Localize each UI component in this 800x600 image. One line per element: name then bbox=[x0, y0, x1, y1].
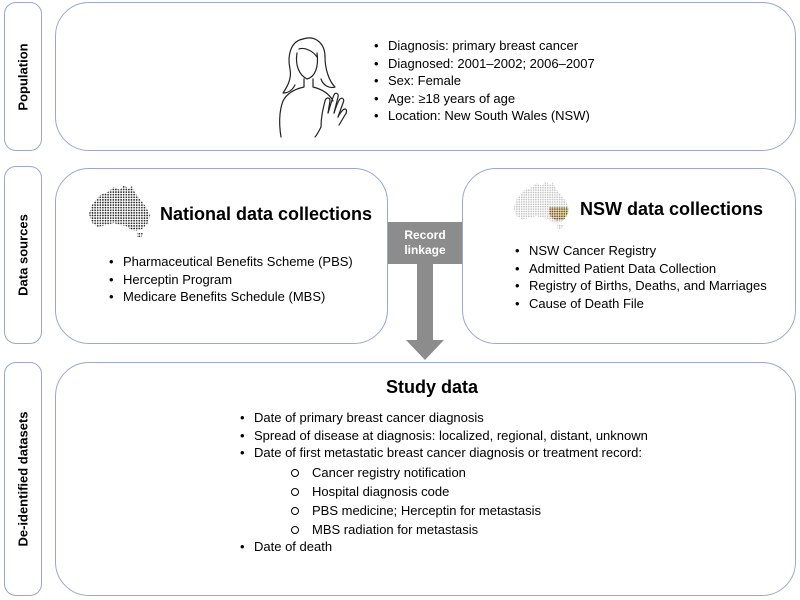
down-arrow-icon bbox=[406, 340, 444, 360]
record-linkage-label-line1: Record bbox=[404, 228, 446, 242]
list-item: Herceptin Program bbox=[107, 271, 353, 289]
list-item: Date of death bbox=[238, 538, 332, 556]
record-linkage-label-line2: linkage bbox=[404, 243, 446, 257]
national-collections-bullets: Pharmaceutical Benefits Scheme (PBS) Her… bbox=[107, 253, 353, 306]
list-item: Medicare Benefits Schedule (MBS) bbox=[107, 288, 353, 306]
data-sources-label: Data sources bbox=[15, 214, 31, 296]
nsw-collections-title: NSW data collections bbox=[580, 199, 764, 219]
study-data-sub-bullets: Cancer registry notification Hospital di… bbox=[289, 463, 541, 539]
list-item: Diagnosis: primary breast cancer bbox=[372, 37, 595, 55]
section-label-population: Population bbox=[4, 2, 42, 151]
list-item: PBS medicine; Herceptin for metastasis bbox=[289, 501, 541, 520]
list-item: Spread of disease at diagnosis: localize… bbox=[238, 427, 648, 445]
record-linkage-box: Record linkage bbox=[388, 222, 462, 264]
list-item: Date of first metastatic breast cancer d… bbox=[238, 444, 648, 462]
down-arrow-shaft bbox=[417, 264, 433, 340]
population-bullets: Diagnosis: primary breast cancer Diagnos… bbox=[372, 37, 595, 125]
list-item: NSW Cancer Registry bbox=[513, 242, 767, 260]
list-item: Location: New South Wales (NSW) bbox=[372, 107, 595, 125]
section-label-deidentified: De-identified datasets bbox=[4, 362, 42, 596]
list-item: Hospital diagnosis code bbox=[289, 482, 541, 501]
australia-dotted-map-icon bbox=[89, 185, 150, 238]
list-item: Sex: Female bbox=[372, 72, 595, 90]
study-data-bullets-end: Date of death bbox=[238, 538, 332, 556]
national-collections-box: National data collections Pharmaceutical… bbox=[55, 168, 388, 344]
deidentified-label: De-identified datasets bbox=[15, 411, 31, 547]
australia-nsw-highlight-map-icon bbox=[513, 181, 570, 230]
list-item: Cancer registry notification bbox=[289, 463, 541, 482]
population-box: Diagnosis: primary breast cancer Diagnos… bbox=[55, 2, 796, 151]
list-item: Registry of Births, Deaths, and Marriage… bbox=[513, 277, 767, 295]
population-label: Population bbox=[15, 42, 31, 111]
nsw-collections-bullets: NSW Cancer Registry Admitted Patient Dat… bbox=[513, 242, 767, 312]
woman-hand-on-chest-icon bbox=[279, 37, 348, 138]
study-data-title: Study data bbox=[386, 377, 479, 397]
list-item: Date of primary breast cancer diagnosis bbox=[238, 409, 648, 427]
list-item: Cause of Death File bbox=[513, 295, 767, 313]
list-item: Admitted Patient Data Collection bbox=[513, 260, 767, 278]
study-data-bullets: Date of primary breast cancer diagnosis … bbox=[238, 409, 648, 462]
list-item: Diagnosed: 2001–2002; 2006–2007 bbox=[372, 55, 595, 73]
list-item: MBS radiation for metastasis bbox=[289, 520, 541, 539]
list-item: Age: ≥18 years of age bbox=[372, 90, 595, 108]
study-data-box: Study data Date of primary breast cancer… bbox=[55, 362, 796, 596]
section-label-data-sources: Data sources bbox=[4, 166, 42, 344]
list-item: Pharmaceutical Benefits Scheme (PBS) bbox=[107, 253, 353, 271]
nsw-collections-box: NSW data collections NSW Cancer Registry… bbox=[462, 168, 796, 344]
national-collections-title: National data collections bbox=[160, 204, 373, 224]
